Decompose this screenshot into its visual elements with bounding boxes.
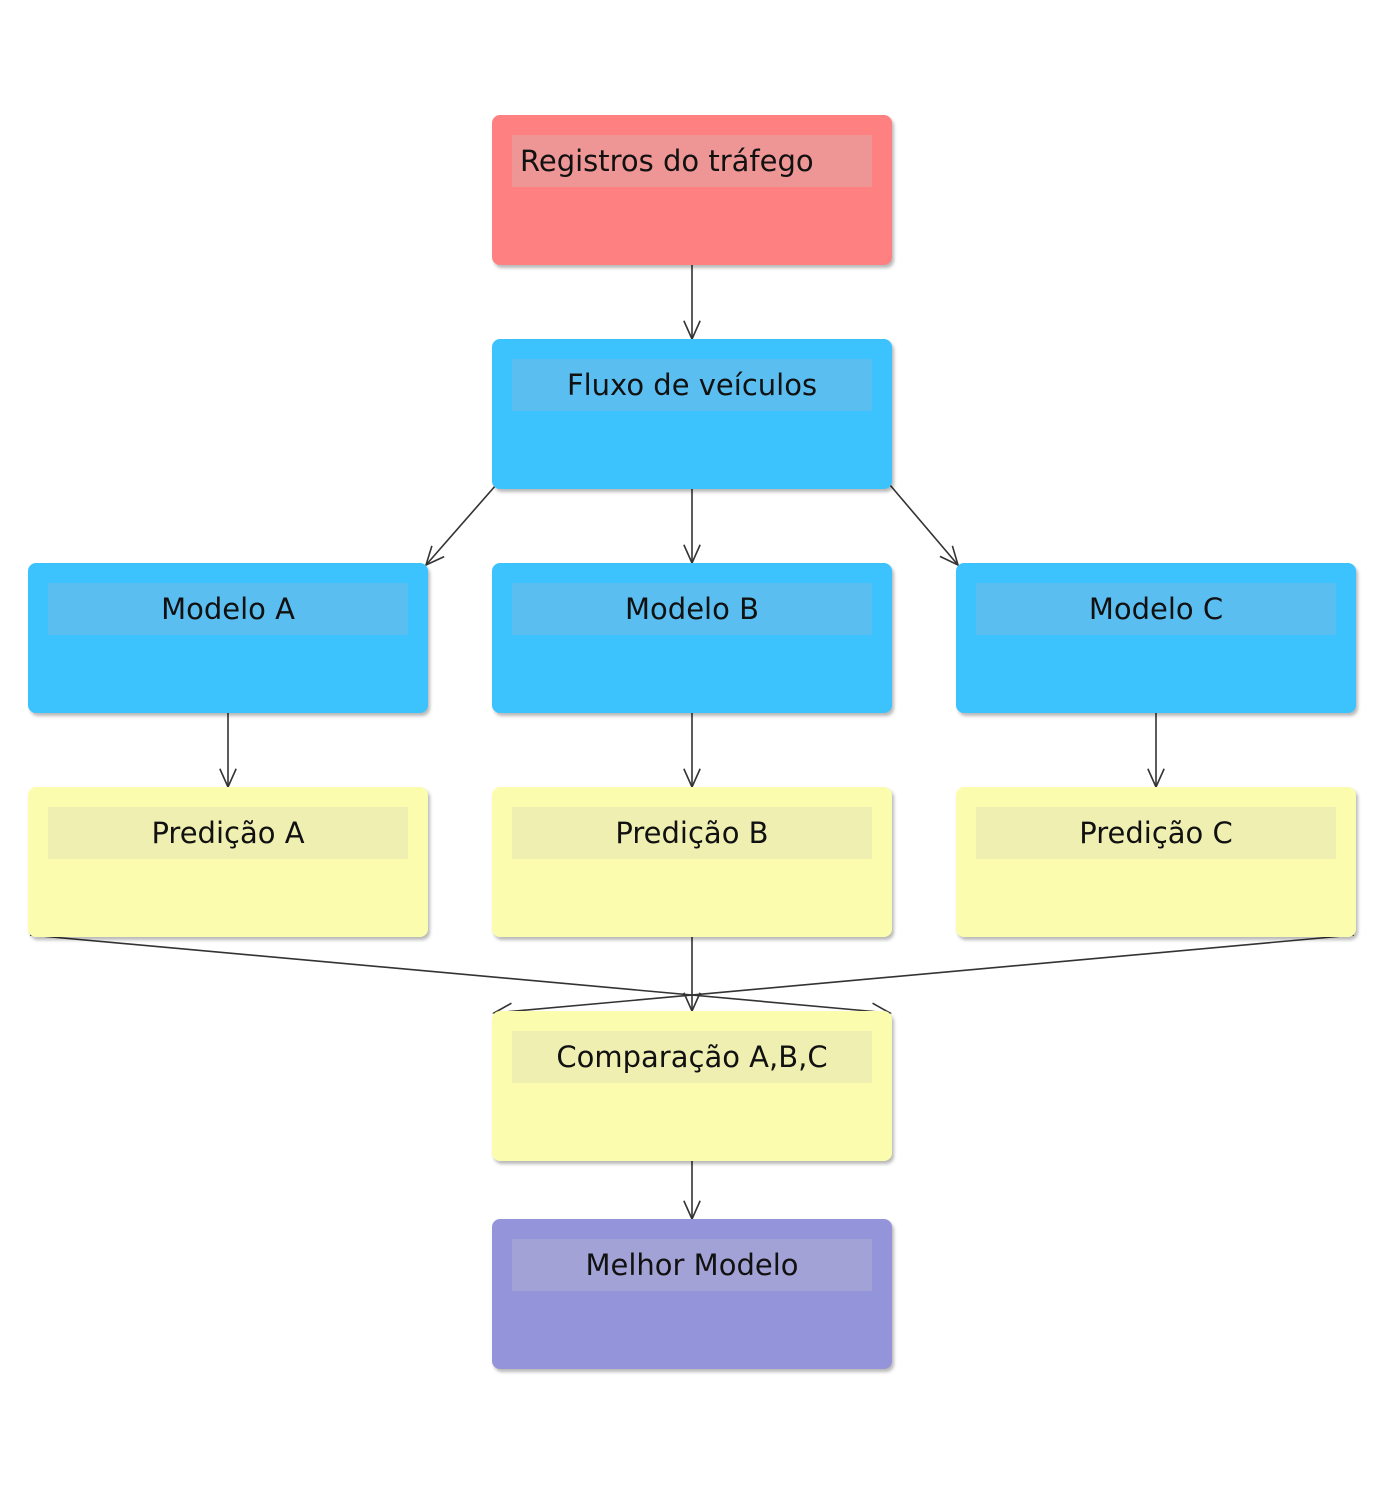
- node-label-comparacao: Comparação A,B,C: [556, 1040, 828, 1074]
- node-label-band: Melhor Modelo: [512, 1239, 872, 1291]
- node-label-predicao-a: Predição A: [151, 816, 305, 850]
- node-predicao-b: Predição B: [492, 787, 892, 937]
- node-predicao-a: Predição A: [28, 787, 428, 937]
- node-melhor-modelo: Melhor Modelo: [492, 1219, 892, 1369]
- node-label-band: Modelo C: [976, 583, 1336, 635]
- node-modelo-b: Modelo B: [492, 563, 892, 713]
- node-modelo-a: Modelo A: [28, 563, 428, 713]
- node-label-band: Predição C: [976, 807, 1336, 859]
- edge-pred_a-to-comparacao: [29, 934, 892, 1021]
- edge-line: [425, 484, 497, 566]
- edge-pred_b-to-comparacao: [683, 937, 701, 1013]
- node-label-fluxo: Fluxo de veículos: [566, 368, 818, 402]
- node-registros: Registros do tráfego: [492, 115, 892, 265]
- node-label-modelo-a: Modelo A: [161, 592, 295, 626]
- node-label-registros: Registros do tráfego: [520, 144, 814, 178]
- edge-modelo_c-to-pred_c: [1147, 713, 1165, 789]
- node-predicao-c: Predição C: [956, 787, 1356, 937]
- edge-line: [29, 934, 891, 1014]
- node-label-modelo-b: Modelo B: [625, 592, 759, 626]
- edge-line: [493, 934, 1355, 1014]
- node-label-band: Predição B: [512, 807, 872, 859]
- edge-modelo_b-to-pred_b: [683, 713, 701, 789]
- node-fluxo: Fluxo de veículos: [492, 339, 892, 489]
- node-label-band: Modelo B: [512, 583, 872, 635]
- node-label-predicao-c: Predição C: [1079, 816, 1233, 850]
- edge-modelo_a-to-pred_a: [219, 713, 237, 789]
- node-label-band: Predição A: [48, 807, 408, 859]
- node-comparacao: Comparação A,B,C: [492, 1011, 892, 1161]
- node-label-modelo-c: Modelo C: [1088, 592, 1224, 626]
- edge-comparacao-to-melhor: [683, 1161, 701, 1221]
- edge-fluxo-to-modelo_a: [424, 484, 497, 567]
- edge-registros-to-fluxo: [683, 265, 701, 341]
- edge-fluxo-to-modelo_b: [683, 489, 701, 565]
- node-label-band: Comparação A,B,C: [512, 1031, 872, 1083]
- node-label-band: Registros do tráfego: [512, 135, 872, 187]
- node-label-band: Fluxo de veículos: [512, 359, 872, 411]
- node-label-band: Modelo A: [48, 583, 408, 635]
- node-modelo-c: Modelo C: [956, 563, 1356, 713]
- node-label-melhor-modelo: Melhor Modelo: [585, 1248, 799, 1282]
- edge-line: [889, 484, 959, 566]
- edge-pred_c-to-comparacao: [492, 934, 1355, 1021]
- edge-fluxo-to-modelo_c: [889, 484, 960, 567]
- node-label-predicao-b: Predição B: [615, 816, 769, 850]
